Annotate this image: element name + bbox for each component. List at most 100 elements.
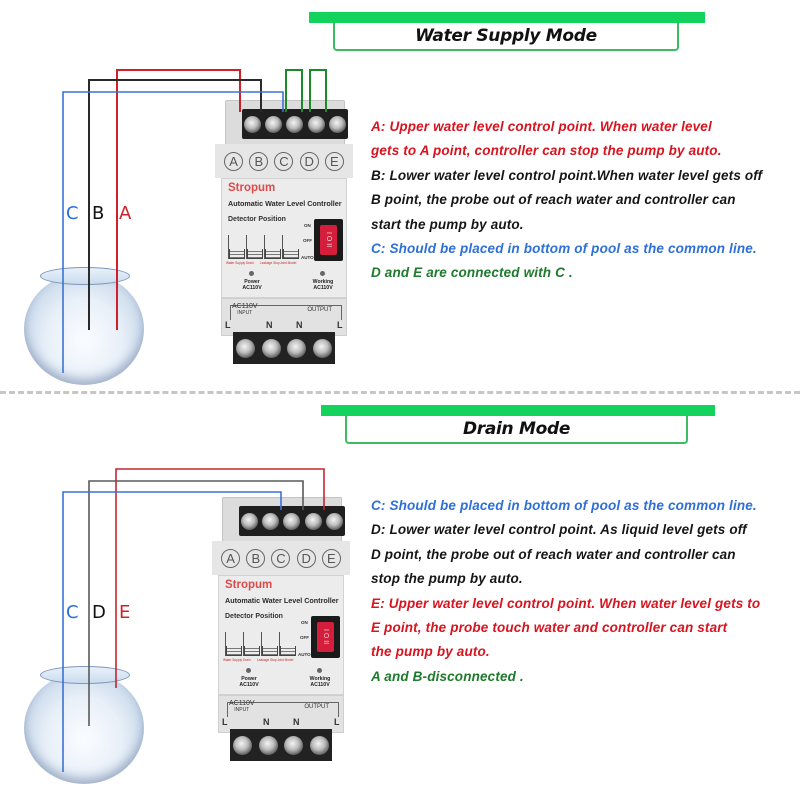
- desc-line: C: Should be placed in bottom of pool as…: [371, 240, 757, 256]
- terminal-l: L: [337, 320, 343, 330]
- mini-caption: Water Supply: [223, 658, 243, 662]
- tank-icon: [262, 646, 278, 656]
- probe-screws: [239, 506, 345, 536]
- terminal-label-d: D: [296, 548, 316, 568]
- tank-icon: [265, 249, 281, 259]
- wire-label-a: A: [119, 203, 132, 224]
- switch-off-label: OFF: [300, 635, 309, 640]
- terminal-l: L: [225, 320, 231, 330]
- mini-diagram: [264, 235, 281, 259]
- terminal-n: N: [296, 320, 303, 330]
- mini-caption: Joint Model: [280, 261, 297, 265]
- power-terminal-block: [233, 332, 335, 364]
- switch-auto-label: AUTO: [301, 255, 314, 260]
- tank-icon: [280, 646, 296, 656]
- screw-icon: [262, 512, 280, 530]
- terminal-label-d: D: [299, 151, 319, 171]
- input-voltage: AC110V: [229, 700, 255, 707]
- rocker-icon: I O II: [317, 622, 334, 652]
- detector-position-label: Detector Position: [228, 216, 286, 223]
- mode-rocker-switch[interactable]: I O II: [311, 616, 340, 658]
- bowl-rim: [40, 666, 130, 684]
- mini-diagram: [279, 632, 296, 656]
- working-led-icon: [320, 271, 325, 276]
- screw-icon: [241, 512, 259, 530]
- screw-icon: [286, 115, 304, 133]
- header-bar: [309, 12, 705, 23]
- bowl-body: [24, 273, 144, 385]
- desc-line: gets to A point, controller can stop the…: [371, 143, 722, 159]
- terminal-n: N: [293, 717, 300, 727]
- bowl-rim: [40, 267, 130, 285]
- brand-name: Stropum: [225, 579, 273, 591]
- screw-icon: [307, 115, 325, 133]
- mini-diagram: [225, 632, 242, 656]
- desc-line: A: Upper water level control point. When…: [371, 119, 712, 134]
- mini-caption: Leakage Stop: [260, 261, 280, 265]
- controller-face: Stropum Automatic Water Level Controller…: [218, 575, 344, 695]
- screw-icon: [284, 735, 304, 755]
- water-supply-description: A: Upper water level control point. When…: [371, 115, 762, 286]
- section-title: Drain Mode: [462, 419, 571, 439]
- section-title: Water Supply Mode: [415, 26, 597, 46]
- switch-on-label: ON: [301, 620, 308, 625]
- terminal-label-a: A: [221, 548, 241, 568]
- desc-line: C: Should be placed in bottom of pool as…: [371, 498, 757, 513]
- screw-icon: [244, 115, 262, 133]
- tank-icon: [226, 646, 242, 656]
- desc-line: the pump by auto.: [371, 644, 490, 660]
- mini-diagram: [246, 235, 263, 259]
- terminal-letters: A B C D E: [215, 144, 353, 178]
- probe-screws: [242, 109, 348, 139]
- desc-line: start the pump by auto.: [371, 216, 524, 232]
- wire-label-b: B: [92, 203, 105, 224]
- input-text: INPUT: [237, 310, 253, 316]
- screw-icon: [236, 338, 256, 358]
- bowl-body: [24, 672, 144, 784]
- mode-rocker-switch[interactable]: I O II: [314, 219, 343, 261]
- power-terminal-block: [230, 729, 332, 761]
- tank-icon: [247, 249, 263, 259]
- screw-icon: [258, 735, 278, 755]
- switch-on-label: ON: [304, 223, 311, 228]
- terminal-label-b: B: [246, 548, 266, 568]
- level-controller: A B C D E Stropum Automatic Water Level …: [212, 497, 350, 775]
- screw-icon: [233, 735, 253, 755]
- terminal-l: L: [222, 717, 228, 727]
- terminal-label-e: E: [324, 151, 344, 171]
- mini-diagram: [243, 632, 260, 656]
- mini-caption: Joint Model: [277, 658, 294, 662]
- switch-off-label: OFF: [303, 238, 312, 243]
- level-controller: A B C D E Stropum Automatic Water Level …: [215, 100, 353, 378]
- terminal-label-a: A: [224, 151, 244, 171]
- output-label: OUTPUT: [304, 704, 329, 710]
- screw-icon: [287, 338, 307, 358]
- screw-icon: [261, 338, 281, 358]
- input-voltage: AC110V: [232, 303, 258, 310]
- terminal-n: N: [263, 717, 270, 727]
- terminal-label-b: B: [249, 151, 269, 171]
- rocker-icon: I O II: [320, 225, 337, 255]
- tank-icon: [229, 249, 245, 259]
- product-name: Automatic Water Level Controller: [228, 199, 342, 208]
- mini-caption: Drain: [246, 261, 254, 265]
- terminal-letters: A B C D E: [212, 541, 350, 575]
- mini-diagram: [282, 235, 299, 259]
- power-voltage: AC110V: [239, 682, 259, 688]
- desc-line: B point, the probe out of reach water an…: [371, 192, 736, 208]
- tank-icon: [244, 646, 260, 656]
- desc-line: A and B-disconnected .: [371, 668, 524, 684]
- desc-line: B: Lower water level control point.When …: [371, 167, 763, 183]
- switch-auto-label: AUTO: [298, 652, 311, 657]
- working-text: Working: [312, 279, 334, 285]
- desc-line: D point, the probe out of reach water an…: [371, 546, 736, 562]
- tank-icon: [283, 249, 299, 259]
- probe-terminal-block: [222, 497, 345, 543]
